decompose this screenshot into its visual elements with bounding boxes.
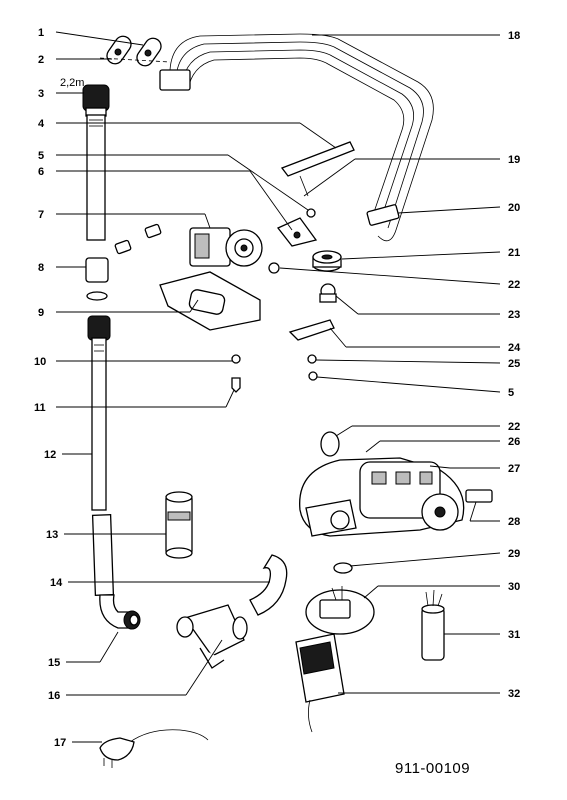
heating-element [159, 33, 434, 242]
callout-3: 3 [38, 88, 44, 100]
callout-25: 25 [508, 358, 520, 370]
screw [231, 377, 241, 393]
nut-small [231, 354, 241, 364]
callout-11: 11 [34, 402, 46, 414]
callout-19: 19 [508, 154, 520, 166]
lower-hose-elbow [91, 514, 141, 630]
grommet [312, 250, 342, 272]
callout-22: 22 [508, 279, 520, 291]
upper-hose [86, 114, 106, 241]
callout-12: 12 [44, 449, 56, 461]
callout-28: 28 [508, 516, 520, 528]
control-box [295, 633, 345, 733]
washer-right-lower [308, 371, 318, 381]
callout-23: 23 [508, 309, 520, 321]
callout-7: 7 [38, 209, 44, 221]
callout-16: 16 [48, 690, 60, 702]
filter-cylinder [165, 491, 193, 559]
hose-end-cap [82, 84, 110, 117]
o-ring [86, 291, 108, 301]
callout-14: 14 [50, 577, 63, 589]
temperature-sensor [319, 283, 337, 303]
o-ring-small [268, 262, 280, 274]
impeller [276, 217, 318, 247]
callout-1: 1 [38, 27, 44, 39]
mounting-plate [159, 271, 261, 331]
leader-lines [55, 31, 501, 743]
callout-26: 26 [508, 436, 520, 448]
callout-24: 24 [508, 342, 521, 354]
nozzle-funnel [176, 604, 248, 669]
callout-2: 2 [38, 54, 44, 66]
callout-32: 32 [508, 688, 520, 700]
bracket-pair [99, 35, 171, 67]
callout-9: 9 [38, 307, 44, 319]
mains-plug [99, 729, 209, 768]
callout-8: 8 [38, 262, 44, 274]
callout-15: 15 [48, 657, 60, 669]
washer-right [307, 354, 317, 364]
callout-20: 20 [508, 202, 520, 214]
callout-31: 31 [508, 629, 520, 641]
callout-13: 13 [46, 529, 58, 541]
callout-17: 17 [54, 737, 66, 749]
callout-5: 5 [38, 150, 44, 162]
callout-6: 6 [38, 166, 44, 178]
grommet-small [333, 562, 353, 574]
callout-30: 30 [508, 581, 520, 593]
o-ring-large [320, 431, 340, 457]
callout-21: 21 [508, 247, 520, 259]
callout-27: 27 [508, 463, 520, 475]
cable-length-label: 2,2m [60, 77, 84, 89]
callout-5b: 5 [508, 387, 514, 399]
spring-clip [288, 319, 335, 341]
callout-22b: 22 [508, 421, 520, 433]
sleeve-and-nipples [85, 223, 162, 283]
curved-hose [249, 554, 288, 616]
pump-unit [189, 227, 263, 267]
callout-4: 4 [38, 118, 45, 130]
callout-29: 29 [508, 548, 520, 560]
callout-18: 18 [508, 30, 520, 42]
callout-10: 10 [34, 356, 46, 368]
holder-leg [299, 175, 309, 197]
element-clamp [366, 204, 400, 226]
callout-numbers: 1 2 3 4 5 6 7 8 9 10 11 12 13 14 15 16 1… [34, 27, 521, 749]
motor-assembly [299, 457, 465, 537]
main-hose [87, 315, 111, 511]
capacitor [421, 589, 445, 661]
element-holder [280, 141, 355, 177]
control-disc [305, 586, 375, 635]
document-number: 911-00109 [395, 760, 470, 777]
washer-upper [306, 208, 316, 218]
motor-connector [465, 489, 493, 503]
